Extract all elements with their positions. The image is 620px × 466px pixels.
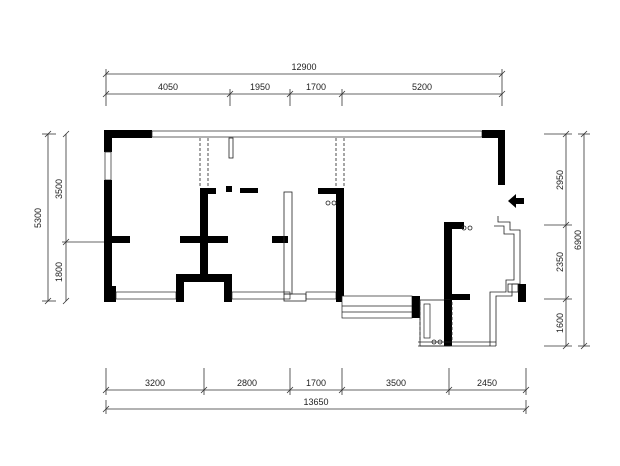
bottom-segment-5: 2450 [477,378,497,388]
left-total-dimension: 5300 [33,208,43,228]
top-segment-1: 4050 [158,82,178,92]
top-segment-2: 1950 [250,82,270,92]
fixtures [325,200,473,345]
left-segment-1: 3500 [54,179,64,199]
bottom-total-dimension: 13650 [303,397,328,407]
bottom-segment-3: 1700 [306,378,326,388]
top-segment-3: 1700 [306,82,326,92]
top-segment-4: 5200 [412,82,432,92]
right-segment-2: 2350 [555,252,565,272]
bottom-dimensions: 3200 2800 1700 3500 2450 13650 [102,368,530,414]
right-total-dimension: 6900 [573,230,583,250]
right-dimensions: 2950 2350 1600 6900 [544,130,590,350]
left-segment-2: 1800 [54,262,64,282]
bottom-segment-1: 3200 [145,378,165,388]
bottom-segment-4: 3500 [386,378,406,388]
walls [104,130,526,347]
top-dimensions: 12900 4050 1950 1700 5200 [102,62,506,106]
right-segment-1: 2950 [555,170,565,190]
left-dimensions: 5300 3500 1800 [33,130,106,305]
bottom-segment-2: 2800 [237,378,257,388]
entrance-arrow-icon [508,194,524,208]
top-total-dimension: 12900 [291,62,316,72]
right-segment-3: 1600 [555,313,565,333]
door-openings [199,137,453,340]
